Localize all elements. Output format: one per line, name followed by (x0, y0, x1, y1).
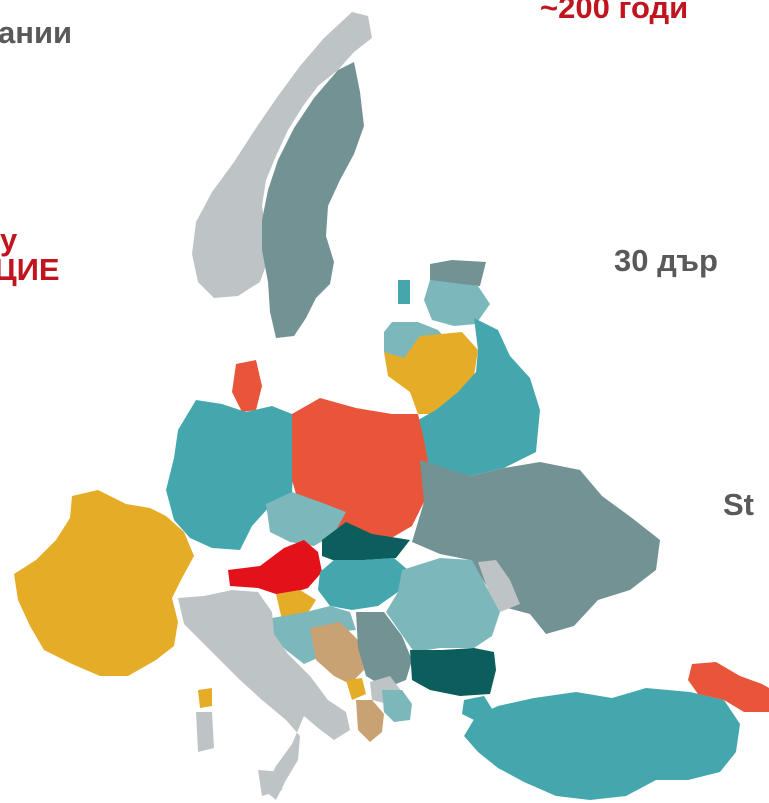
region-ukraine (412, 460, 660, 634)
region-switzerland (176, 572, 228, 598)
region-russia (418, 318, 540, 476)
region-germany (166, 400, 294, 550)
region-moldova (478, 560, 520, 612)
region-turkey (464, 688, 740, 800)
region-italy (178, 590, 350, 800)
region-montenegro (346, 678, 366, 700)
region-slovakia (322, 522, 410, 562)
cooperation-label-line2: ЦИЕ (0, 252, 60, 287)
region-georgia (688, 662, 769, 712)
region-turkey-europe (462, 696, 494, 722)
region-serbia (356, 612, 412, 688)
companies-label: ании (0, 15, 73, 50)
region-bulgaria (410, 648, 496, 696)
region-hungary (318, 558, 408, 610)
region-norway (192, 12, 372, 298)
years-label: ~200 годи (540, 0, 689, 25)
region-bosnia (310, 622, 364, 684)
region-france (14, 490, 194, 676)
region-belarus (384, 332, 478, 414)
region-sardinia (196, 712, 214, 752)
region-greece (382, 690, 412, 722)
region-austria (228, 540, 322, 596)
region-albania (356, 700, 384, 742)
region-sicily (258, 770, 284, 796)
region-estonia (430, 260, 486, 286)
region-corsica (198, 688, 212, 708)
cooperation-label-line1: у (0, 222, 18, 257)
region-latvia (424, 280, 490, 326)
region-island-baltic (398, 280, 410, 304)
region-romania (386, 558, 500, 652)
stations-label: St (723, 487, 754, 522)
region-czechia (266, 492, 346, 546)
region-denmark (232, 360, 262, 412)
region-sweden (262, 62, 364, 338)
countries-label: 30 дър (614, 243, 718, 278)
